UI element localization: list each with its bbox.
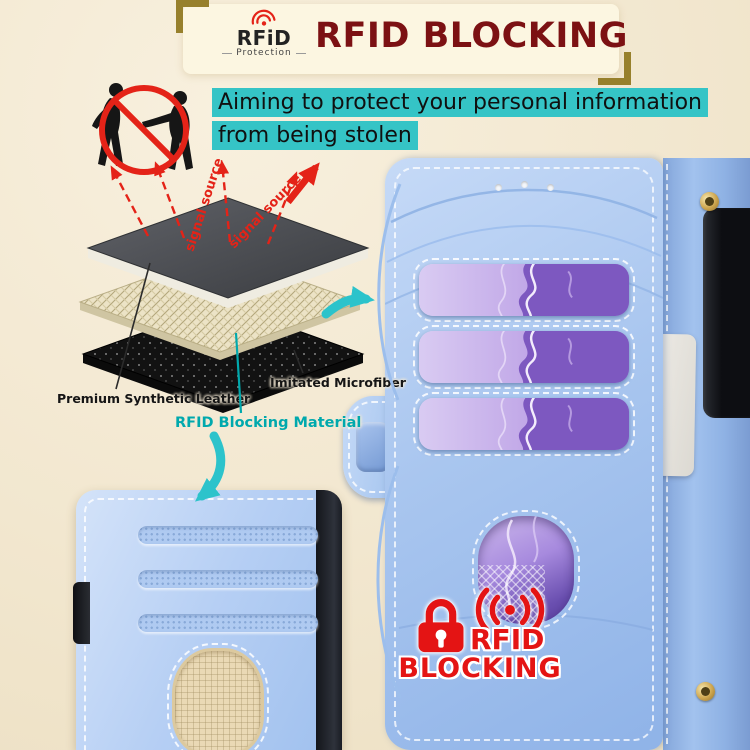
card-slot-art [419,264,629,316]
cyan-arrow-to-interior [194,431,226,502]
interior-card-slot [138,614,318,632]
label-imitated-microfiber: Imitated Microfiber [270,375,406,390]
card-slot [413,258,635,322]
interior-card-slot [138,526,318,544]
case-interior-view [73,490,342,750]
card-slot [413,325,635,389]
rfid-blocking-badge: RFID BLOCKING [394,577,566,695]
phone-edge [703,208,750,418]
intro-line-1: Aiming to protect your personal informat… [212,86,708,119]
camera-hole [521,181,528,188]
padlock-icon [418,599,464,653]
logo-subtitle: Protection [222,48,306,58]
label-synthetic-leather: Premium Synthetic Leather [57,391,251,406]
card-slot-art [419,398,629,450]
eyelet-hole [705,197,714,206]
rfid-waves-icon [251,9,276,26]
banner-title: RFID BLOCKING [315,16,628,56]
card-slot-opening [419,331,629,383]
card-slot-opening [419,398,629,450]
magnetic-snap-button [356,422,390,472]
corner-bracket-right-icon [598,52,631,85]
interior-spine [316,490,342,750]
interior-clasp-edge [73,582,90,644]
rfid-protection-logo: RFiD Protection [222,8,306,58]
anti-theft-illustration [92,83,193,175]
corner-bracket-left-icon [176,0,209,33]
badge-text-blocking: BLOCKING [398,653,562,684]
card-slot [413,392,635,456]
eyelet-top [700,192,719,211]
camera-hole [495,184,502,191]
intro-text: Aiming to protect your personal informat… [212,86,708,152]
label-rfid-blocking-material: RFID Blocking Material [175,415,362,431]
eyelet-hole [701,687,710,696]
intro-line-2: from being stolen [212,119,708,152]
card-slot-art [419,331,629,383]
card-slot-opening [419,264,629,316]
badge-text-rfid: RFID [470,623,545,656]
logo-name: RFiD [236,26,292,50]
interior-thumb-cutout [167,643,269,750]
camera-hole [547,184,554,191]
interior-card-slot [138,570,318,588]
eyelet-bottom [696,682,715,701]
